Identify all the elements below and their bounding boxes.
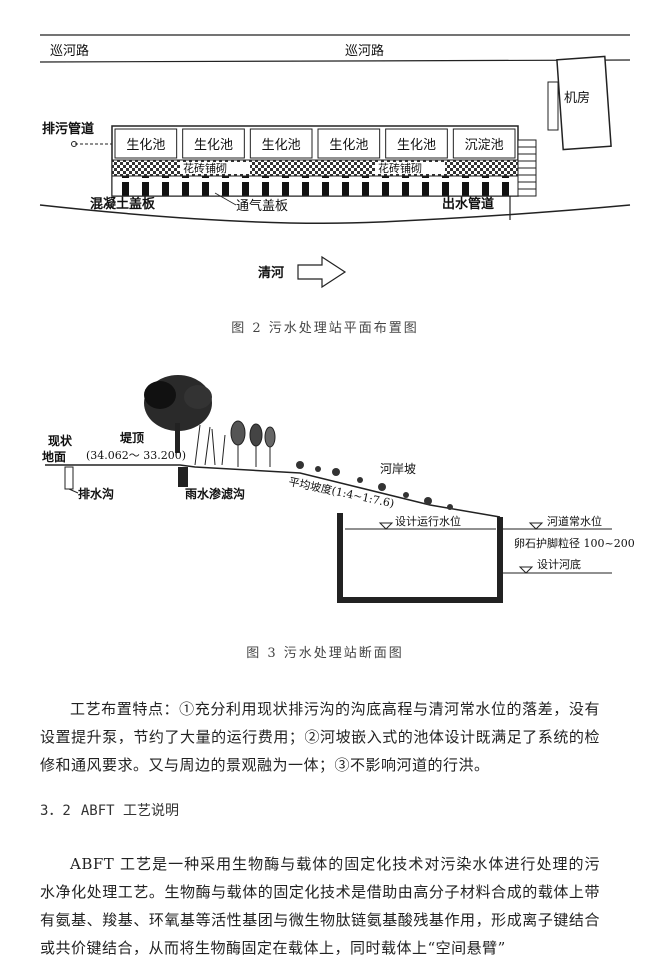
drain-ditch-label: 排水沟 [78, 486, 114, 501]
riprap-label: 卵石护脚粒径 100~200 [514, 536, 635, 550]
machine-room-label: 机房 [564, 90, 590, 106]
ground-label-line1: 现状 [48, 433, 73, 448]
elevation-label: (34.062～ 33.200) [86, 449, 186, 462]
road-label-right: 巡河路 [345, 43, 384, 59]
tank-label: 生化池 [329, 138, 368, 153]
tank-cell: 沉淀池 [452, 128, 516, 159]
paragraph-abft-description: ABFT 工艺是一种采用生物酶与载体的固定化技术对污染水体进行处理的污水净化处理… [40, 855, 600, 957]
river-label: 清河 [258, 265, 284, 281]
bank-slope-label: 河岸坡 [380, 462, 416, 476]
tree-icon [144, 375, 212, 453]
brick-paving-label-right: 花砖铺砌 [378, 161, 422, 175]
heading-number: 3．2 [40, 803, 71, 819]
vent-cover-label: 通气盖板 [236, 198, 288, 214]
tank-label: 生化池 [397, 138, 436, 153]
tank-label: 沉淀池 [465, 138, 504, 153]
dyke-top-label: 堤顶 [120, 430, 144, 445]
river-normal-label: 河道常水位 [547, 514, 602, 528]
paragraph-layout-features: 工艺布置特点：①充分利用现状排污沟的沟底高程与清河常水位的落差，没有设置提升泵，… [40, 700, 600, 774]
section-heading-3-2: 3．2 ABFT 工艺说明 [40, 800, 189, 820]
river-flow-arrow-icon [297, 255, 347, 289]
tank-cell: 生化池 [182, 128, 245, 159]
shrubs-icon [194, 420, 276, 467]
concrete-cover-label: 混凝土盖板 [90, 196, 156, 212]
figure-3-section-diagram: 排水沟 雨水渗滤沟 现状 地面 堤顶 (34.062～ 33.200) 平均坡度… [42, 375, 635, 603]
heading-text: ABFT 工艺说明 [80, 803, 180, 819]
figure-2-caption: 图 2 污水处理站平面布置图 [231, 321, 419, 336]
tank-label: 生化池 [126, 138, 165, 153]
figure-2-plan-diagram: 巡河路 巡河路 机房 排污管道 生化池生化池生化池生化池生化池沉淀池 花砖铺砌 … [39, 34, 631, 289]
outlet-pipe-label: 出水管道 [442, 196, 494, 212]
ground-label-line2: 地面 [42, 449, 66, 464]
tank-cell: 生化池 [317, 128, 381, 159]
tank-row: 生化池 生化池 生化池 生化池 生化池 沉淀池 [114, 128, 516, 159]
stairs [517, 139, 537, 197]
tank-label: 生化池 [194, 138, 233, 153]
design-bed-label: 设计河底 [537, 557, 581, 571]
section-tank [337, 513, 503, 603]
figure-3-caption: 图 3 污水处理站断面图 [246, 646, 404, 661]
brick-paving-label-left: 花砖铺砌 [183, 161, 227, 175]
sewage-pipe-label: 排污管道 [42, 121, 94, 137]
machine-room: 机房 [547, 55, 612, 151]
road-label-left: 巡河路 [50, 43, 89, 59]
slope-vegetation [296, 461, 453, 510]
design-level-label: 设计运行水位 [395, 514, 461, 528]
tank-cell: 生化池 [114, 128, 178, 159]
tank-cell: 生化池 [385, 128, 448, 159]
rain-filter-label: 雨水渗滤沟 [185, 486, 245, 501]
tank-cell: 生化池 [249, 128, 313, 159]
tank-label: 生化池 [262, 138, 301, 153]
